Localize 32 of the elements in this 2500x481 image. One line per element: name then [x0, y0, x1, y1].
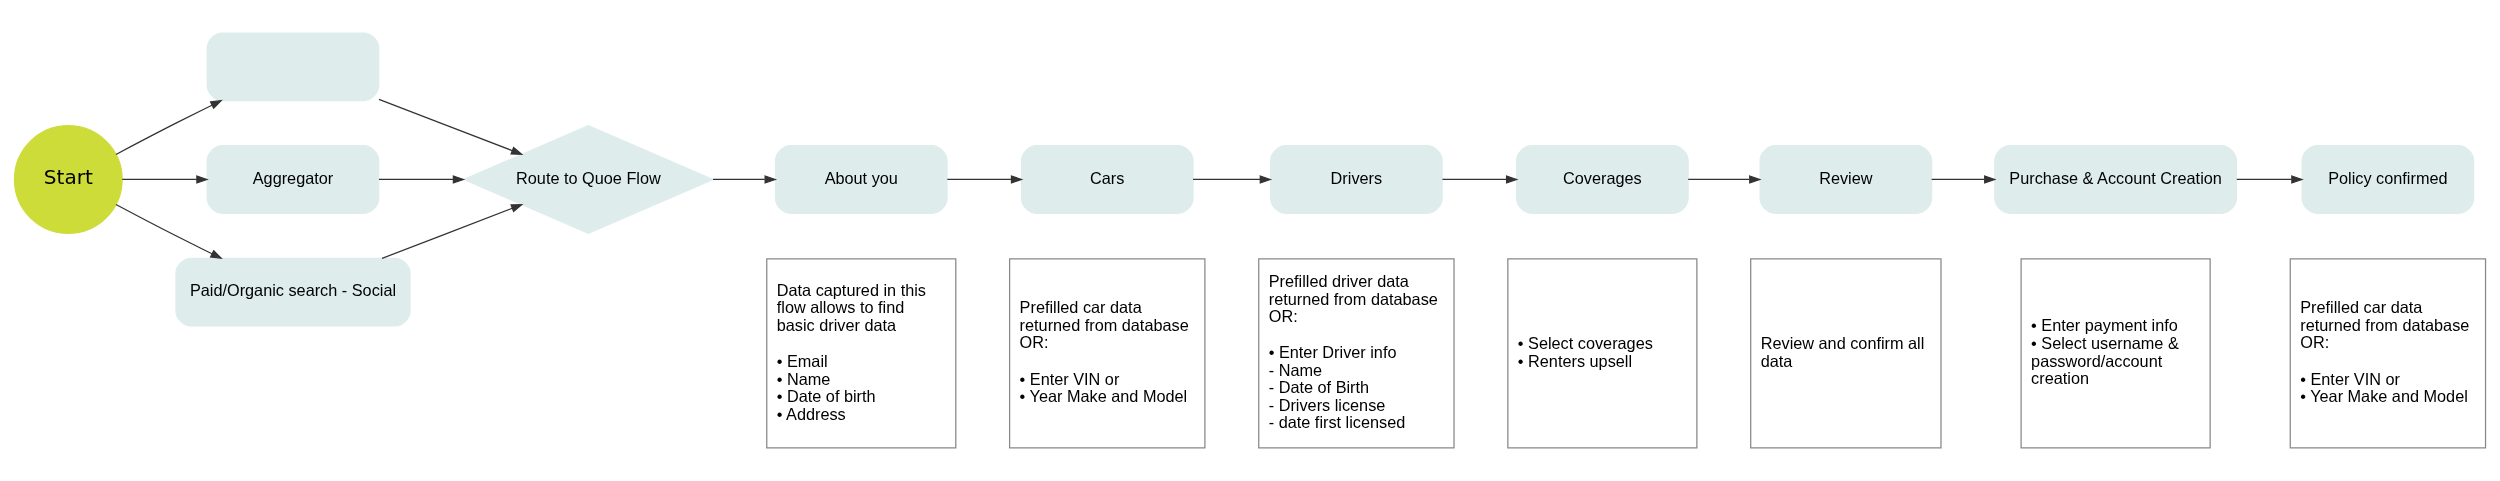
node-box	[206, 32, 380, 102]
node-diamond: Route to Quoe Flow	[462, 124, 715, 234]
node-box: Prefilled driver data returned from database OR: • Enter Driver info - Name - Date of Birth - Drivers license - date first licensed	[1258, 258, 1455, 449]
arrow	[1931, 175, 1997, 184]
arrow	[1192, 175, 1273, 184]
arrow	[2236, 175, 2304, 184]
node-box: Paid/Organic search - Social	[175, 257, 411, 327]
node-box: • Select coverages • Renters upsell	[1507, 258, 1698, 449]
node-box: Aggregator	[206, 145, 380, 214]
arrow	[381, 204, 524, 259]
arrow	[378, 175, 466, 184]
arrow	[712, 175, 778, 184]
node-box: Review and confirm all data	[1750, 258, 1942, 449]
node-box: Coverages	[1516, 145, 1689, 214]
arrow	[1687, 175, 1762, 184]
node-box: Cars	[1020, 145, 1194, 214]
node-box: Prefilled car data returned from database OR: • Enter VIN or • Year Make and Model	[1009, 258, 1206, 449]
node-box: Policy confirmed	[2301, 145, 2475, 214]
node-box: Data captured in this flow allows to find basic driver data • Email • Name • Date of birth • Address	[766, 258, 957, 449]
arrow	[378, 98, 524, 155]
arrow	[946, 175, 1024, 184]
node-box: About you	[774, 145, 948, 214]
node-box: • Enter payment info • Select username & password/account creation	[2020, 258, 2211, 449]
node-box: Prefilled car data returned from database OR: • Enter VIN or • Year Make and Model	[2289, 258, 2487, 449]
arrow	[115, 99, 223, 156]
arrow	[1441, 175, 1519, 184]
node-box: Review	[1759, 145, 1933, 214]
node-box: Drivers	[1270, 145, 1443, 214]
arrow	[121, 175, 209, 184]
arrow	[115, 203, 223, 260]
node-circle: Start	[13, 125, 123, 234]
node-box: Purchase & Account Creation	[1994, 145, 2238, 214]
